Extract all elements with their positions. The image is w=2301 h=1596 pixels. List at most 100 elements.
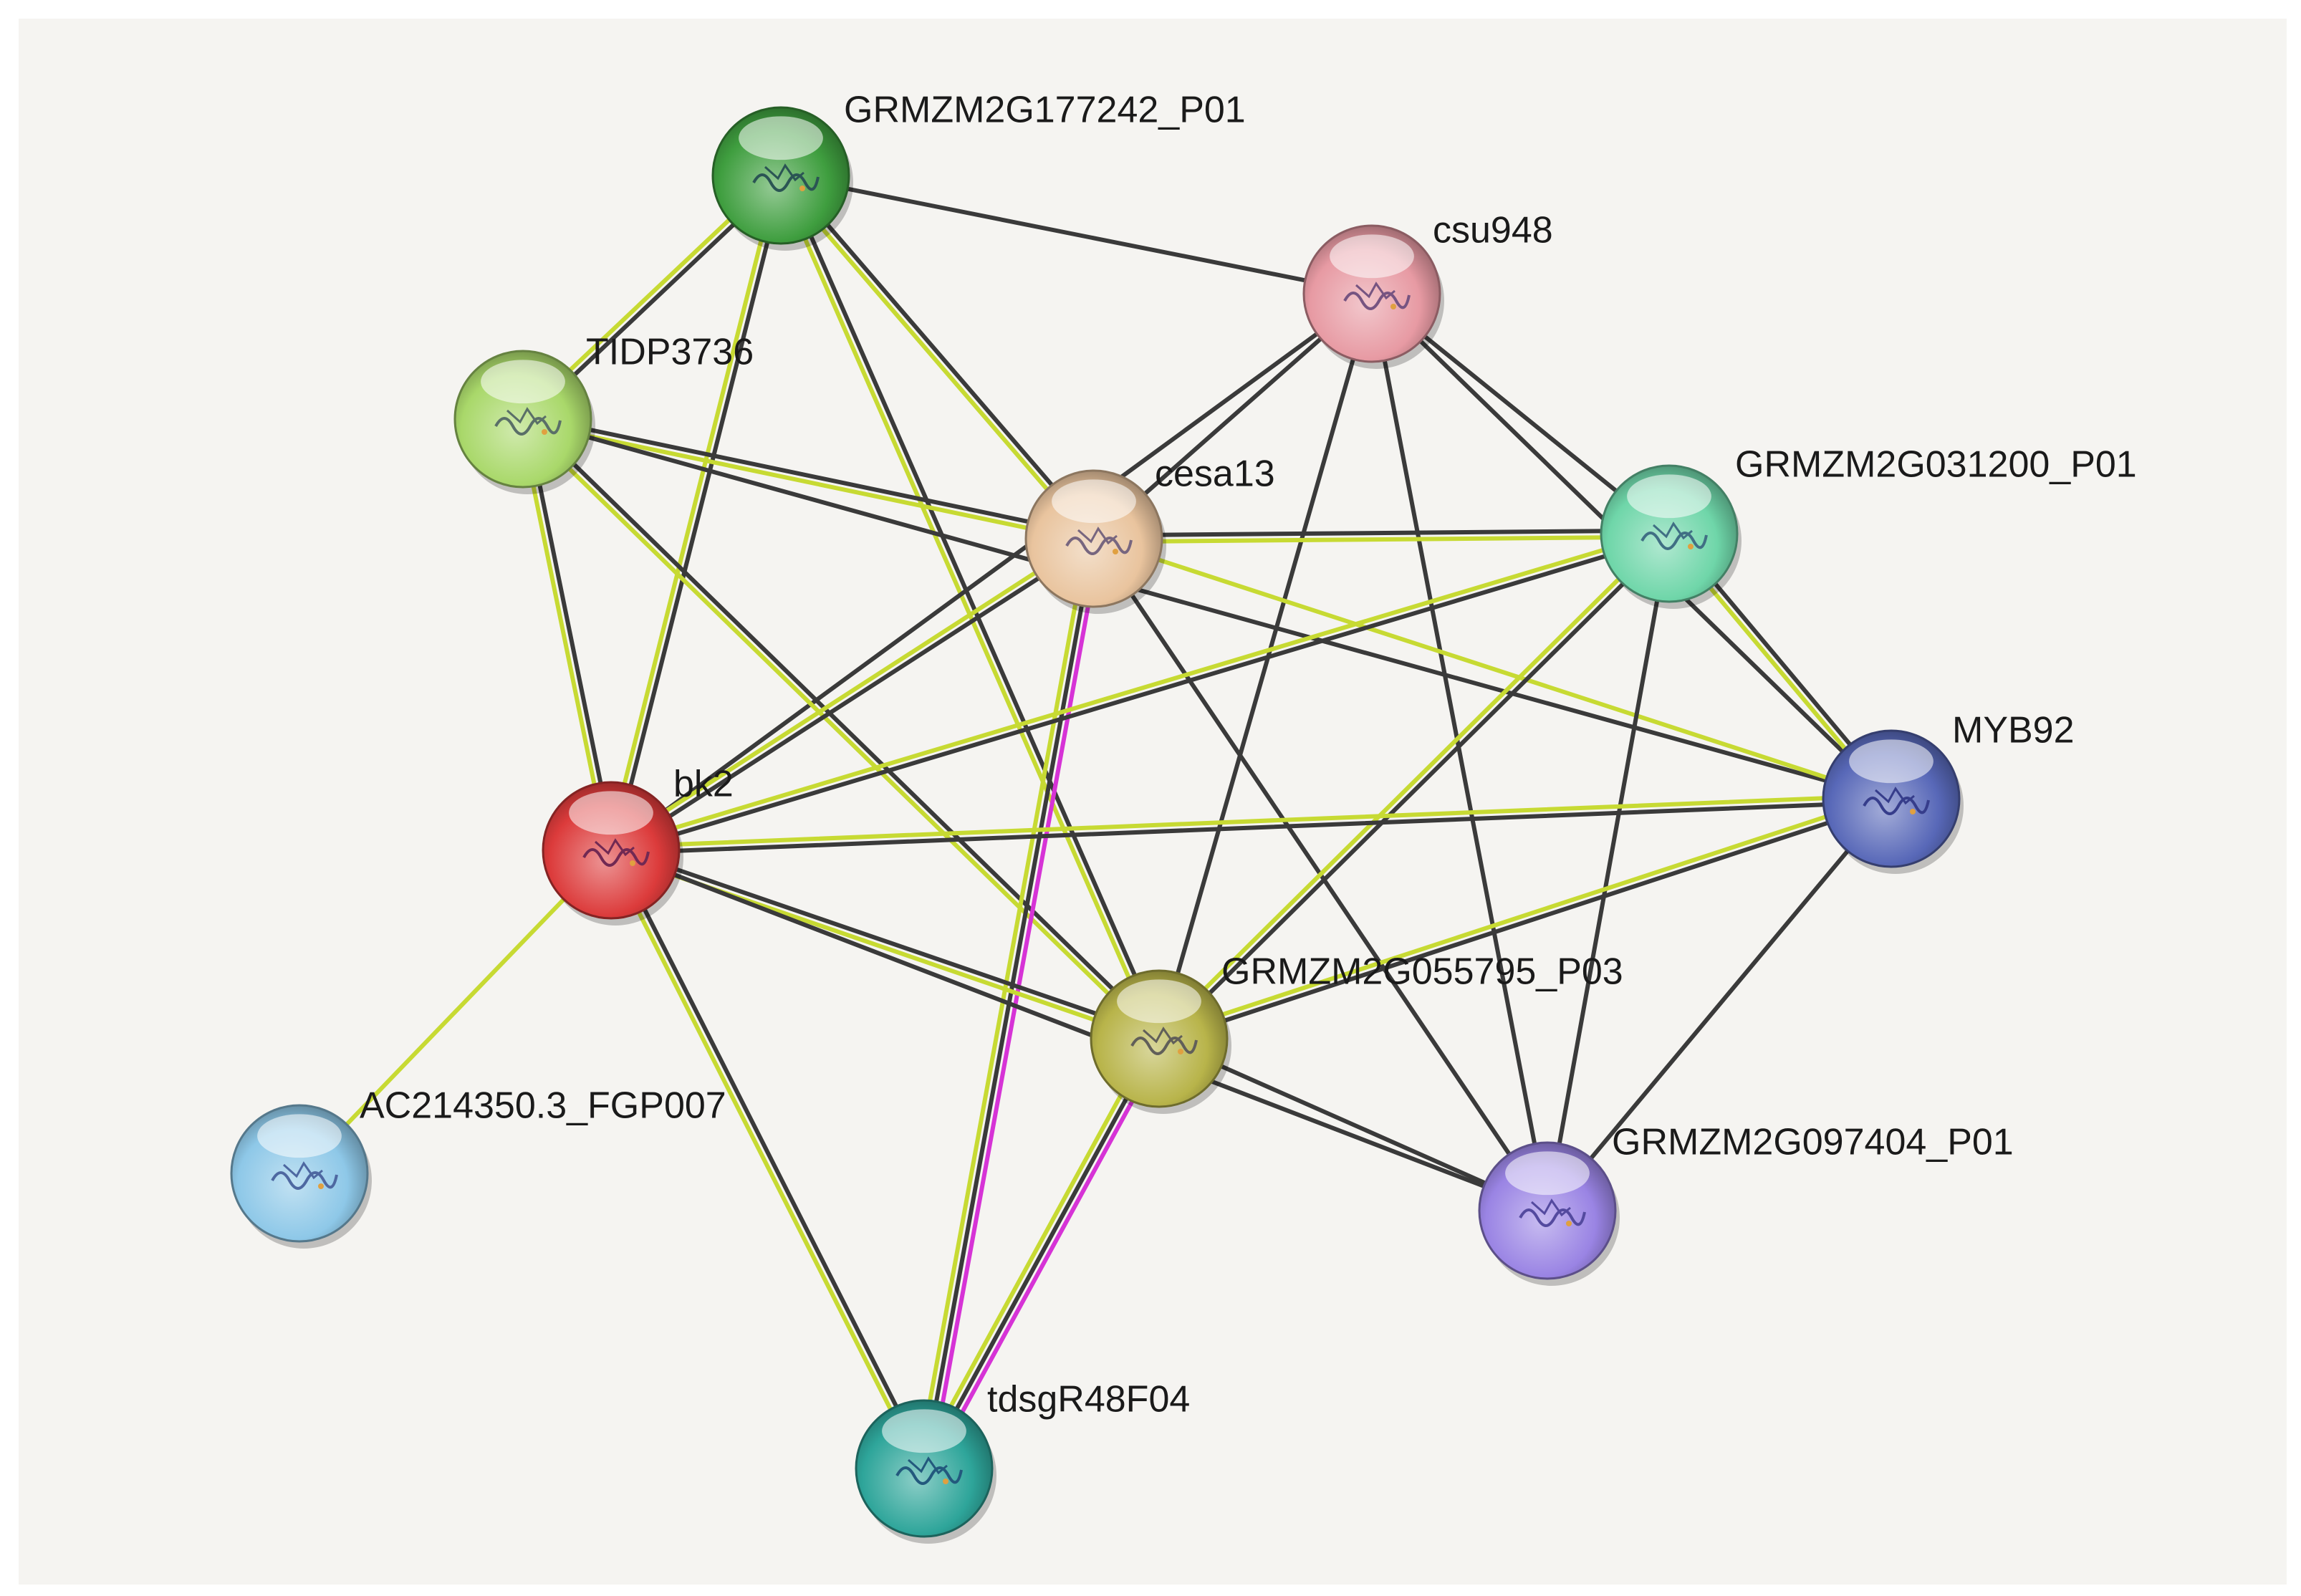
edge-GRMZM2G177242_P01-GRMZM2G055795_P03[interactable] xyxy=(775,172,1165,1042)
edge-line-yellow xyxy=(1154,529,1669,1039)
node-label-csu948: csu948 xyxy=(1433,210,1553,251)
edge-cesa13-GRMZM2G031200_P01[interactable] xyxy=(1091,528,1672,544)
edge-line-black xyxy=(609,848,1550,1213)
edge-GRMZM2G031200_P01-bk2[interactable] xyxy=(607,528,1673,856)
edge-line-yellow xyxy=(1092,537,1893,801)
node-label-GRMZM2G097404_P01: GRMZM2G097404_P01 xyxy=(1612,1122,2014,1163)
edge-GRMZM2G177242_P01-csu948[interactable] xyxy=(779,173,1374,296)
edge-GRMZM2G055795_P03-GRMZM2G097404_P01[interactable] xyxy=(1157,1037,1550,1213)
protein-structure-icon xyxy=(752,163,820,192)
edge-line-black xyxy=(781,171,1099,539)
node-highlight xyxy=(1330,234,1414,279)
edge-line-yellow xyxy=(518,419,1159,1044)
edge-TIDP3736-bk2[interactable] xyxy=(517,416,617,853)
edge-TIDP3736-GRMZM2G055795_P03[interactable] xyxy=(518,414,1164,1044)
edge-cesa13-MYB92[interactable] xyxy=(1092,537,1893,801)
protein-structure-icon xyxy=(1863,787,1930,815)
edge-line-black xyxy=(609,292,1374,852)
protein-structure-icon xyxy=(895,1456,963,1485)
node-csu948[interactable] xyxy=(1302,224,1444,369)
edge-cesa13-bk2[interactable] xyxy=(607,534,1098,855)
node-highlight xyxy=(1849,739,1933,784)
edge-line-yellow xyxy=(605,172,780,852)
edge-line-black xyxy=(610,845,1163,1038)
edge-line-yellow xyxy=(517,417,610,853)
node-highlight xyxy=(882,1409,966,1453)
edge-csu948-bk2[interactable] xyxy=(609,292,1374,852)
node-bk2[interactable] xyxy=(542,781,683,926)
edge-csu948-GRMZM2G097404_P01[interactable] xyxy=(1370,292,1550,1213)
edge-line-yellow xyxy=(1156,793,1893,1038)
node-highlight xyxy=(1505,1151,1590,1196)
edge-GRMZM2G177242_P01-bk2[interactable] xyxy=(605,172,787,854)
edge-line-yellow xyxy=(607,534,1095,850)
edge-line-black xyxy=(1370,292,1550,1213)
edge-MYB92-GRMZM2G055795_P03[interactable] xyxy=(1156,793,1895,1044)
edge-bk2-GRMZM2G097404_P01[interactable] xyxy=(609,848,1550,1213)
edge-line-black xyxy=(779,173,1374,296)
edge-line-black xyxy=(521,413,1097,538)
edge-line-black xyxy=(782,172,1165,1040)
node-label-GRMZM2G031200_P01: GRMZM2G031200_P01 xyxy=(1735,444,2137,486)
edge-line-black xyxy=(922,1037,1161,1471)
node-highlight xyxy=(739,116,823,160)
node-label-TIDP3736: TIDP3736 xyxy=(586,332,754,373)
node-GRMZM2G031200_P01[interactable] xyxy=(1600,464,1742,609)
node-GRMZM2G177242_P01[interactable] xyxy=(711,106,853,251)
edge-line-black xyxy=(524,416,617,852)
edge-bk2-tdsgR48F04[interactable] xyxy=(605,846,930,1473)
edge-line-black xyxy=(609,799,1894,856)
edge-line-black xyxy=(521,417,1893,801)
node-GRMZM2G055795_P03[interactable] xyxy=(1090,969,1231,1114)
nodes-layer xyxy=(230,106,1964,1544)
node-highlight xyxy=(257,1114,342,1158)
protein-structure-icon xyxy=(1343,282,1411,310)
node-highlight xyxy=(1117,979,1201,1024)
edge-GRMZM2G031200_P01-GRMZM2G055795_P03[interactable] xyxy=(1154,529,1674,1044)
edge-line-yellow xyxy=(776,175,1094,543)
node-label-MYB92: MYB92 xyxy=(1952,710,2075,751)
edge-line-black xyxy=(612,846,930,1469)
edge-csu948-GRMZM2G055795_P03[interactable] xyxy=(1157,292,1374,1041)
node-AC214350.3_FGP007[interactable] xyxy=(230,1104,372,1249)
node-label-bk2: bk2 xyxy=(673,764,734,805)
edge-line-yellow xyxy=(916,1033,1156,1468)
edge-GRMZM2G177242_P01-cesa13[interactable] xyxy=(776,171,1099,543)
protein-structure-icon xyxy=(1641,521,1708,550)
node-TIDP3736[interactable] xyxy=(453,350,595,494)
edge-MYB92-GRMZM2G097404_P01[interactable] xyxy=(1545,797,1893,1213)
edge-line-magenta xyxy=(927,1039,1167,1474)
node-MYB92[interactable] xyxy=(1822,729,1964,874)
node-label-AC214350.3_FGP007: AC214350.3_FGP007 xyxy=(360,1085,726,1127)
edge-TIDP3736-MYB92[interactable] xyxy=(521,417,1893,801)
edge-line-black xyxy=(1158,799,1895,1044)
edge-line-yellow xyxy=(775,174,1158,1042)
node-tdsgR48F04[interactable] xyxy=(855,1399,996,1544)
node-cesa13[interactable] xyxy=(1024,469,1166,614)
edge-line-black xyxy=(1157,292,1374,1041)
node-highlight xyxy=(1052,479,1136,524)
edge-line-black xyxy=(1091,528,1671,538)
node-label-GRMZM2G177242_P01: GRMZM2G177242_P01 xyxy=(844,90,1246,131)
edge-GRMZM2G031200_P01-GRMZM2G097404_P01[interactable] xyxy=(1545,532,1671,1213)
edge-bk2-AC214350.3_FGP007[interactable] xyxy=(297,848,613,1176)
node-highlight xyxy=(569,791,653,835)
edge-line-black xyxy=(612,174,787,854)
edge-MYB92-bk2[interactable] xyxy=(608,793,1894,856)
edge-GRMZM2G055795_P03-tdsgR48F04[interactable] xyxy=(916,1033,1167,1474)
protein-structure-icon xyxy=(1519,1198,1586,1227)
edge-line-black xyxy=(1157,1037,1550,1213)
node-label-GRMZM2G055795_P03: GRMZM2G055795_P03 xyxy=(1221,951,1623,993)
edge-line-yellow xyxy=(297,848,613,1176)
edge-line-yellow xyxy=(605,850,923,1473)
node-label-cesa13: cesa13 xyxy=(1155,453,1275,495)
protein-structure-icon xyxy=(1130,1027,1198,1055)
edge-line-black xyxy=(1159,534,1674,1044)
edge-line-yellow xyxy=(1092,534,1672,544)
edge-TIDP3736-cesa13[interactable] xyxy=(520,413,1097,544)
node-GRMZM2G097404_P01[interactable] xyxy=(1478,1141,1620,1286)
edge-line-black xyxy=(523,414,1164,1039)
protein-structure-icon xyxy=(582,838,650,867)
edge-line-yellow xyxy=(607,528,1671,850)
